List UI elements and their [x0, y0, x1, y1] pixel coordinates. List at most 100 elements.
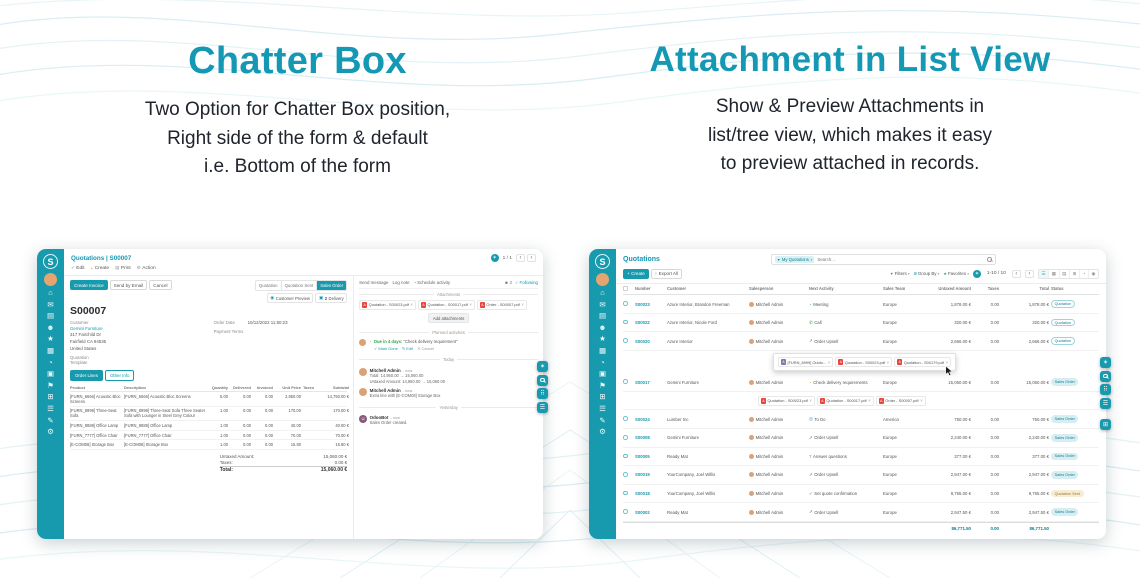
- table-row[interactable]: S00002 Ready Mat Mitchell Admin ➚Order U…: [623, 503, 1099, 522]
- edit-button[interactable]: ✓Edit: [71, 265, 85, 271]
- search-fab-button[interactable]: [1100, 370, 1111, 382]
- pivot-view-icon[interactable]: ⊞: [1069, 269, 1079, 278]
- close-icon[interactable]: ×: [920, 398, 923, 404]
- table-row[interactable]: S00022 Azure Interior, Nicole Ford Mitch…: [623, 314, 1099, 333]
- row-number[interactable]: S00020: [635, 338, 650, 344]
- remove-facet-icon[interactable]: ×: [810, 257, 813, 262]
- create-button[interactable]: +Create: [90, 265, 110, 271]
- kanban-view-icon[interactable]: ▦: [1048, 269, 1058, 278]
- row-checkbox[interactable]: [623, 472, 628, 477]
- assistant-icon[interactable]: ✶: [972, 269, 981, 278]
- grid-fab-button[interactable]: ⠿: [537, 388, 548, 400]
- employees-icon[interactable]: ✎: [47, 415, 54, 425]
- order-line-row[interactable]: [E-COM08] Storage Box [E-COM08] Storage …: [70, 440, 349, 450]
- calendar-view-icon[interactable]: ▤: [1058, 269, 1069, 278]
- project-icon[interactable]: ☰: [47, 403, 54, 413]
- mark-done-button[interactable]: ✓Mark Done: [373, 346, 398, 352]
- table-row[interactable]: S00023 Azure Interior, Brandon Freeman M…: [623, 295, 1099, 314]
- activity-icon[interactable]: ✆: [809, 319, 813, 325]
- close-icon[interactable]: ×: [469, 302, 472, 308]
- row-checkbox[interactable]: [623, 435, 628, 440]
- filters-button[interactable]: ▼Filters▾: [889, 271, 910, 276]
- search-bar[interactable]: ▼My Quotations×: [770, 254, 996, 265]
- close-icon[interactable]: ×: [827, 359, 831, 365]
- contacts-icon[interactable]: ☻: [598, 322, 607, 332]
- table-row[interactable]: S00005 Ready Mat Mitchell Admin ?Answer …: [623, 448, 1099, 467]
- create-invoice-button[interactable]: Create Invoice: [70, 280, 108, 290]
- close-icon[interactable]: ×: [945, 359, 949, 365]
- activity-icon[interactable]: ✓: [809, 490, 813, 496]
- crm-icon[interactable]: ★: [47, 334, 54, 344]
- table-row[interactable]: S00020 Azure Interior Mitchell Admin ➚Or…: [623, 332, 1099, 352]
- order-line-row[interactable]: [FURN_8888] Office Lamp [FURN_8888] Offi…: [70, 421, 349, 431]
- edit-activity-button[interactable]: ✎Edit: [401, 346, 414, 352]
- cancel-activity-button[interactable]: ✕Cancel: [417, 346, 434, 352]
- log-note-button[interactable]: Log note: [392, 280, 410, 285]
- stage-quotation-sent[interactable]: Quotation Sent: [280, 281, 317, 290]
- row-checkbox[interactable]: [623, 379, 628, 385]
- row-checkbox[interactable]: [623, 338, 628, 344]
- activity-icon[interactable]: ?: [809, 453, 812, 459]
- inventory-icon[interactable]: ▣: [46, 369, 55, 379]
- order-line-row[interactable]: [FURN_8999] Three-Seat Sofa [FURN_8999] …: [70, 407, 349, 422]
- discuss-icon[interactable]: ✉: [599, 299, 606, 309]
- close-icon[interactable]: ×: [809, 398, 812, 404]
- customer-preview-button[interactable]: ◉Customer Preview: [266, 293, 314, 304]
- pager-next-icon[interactable]: ›: [1024, 269, 1034, 278]
- table-row[interactable]: S00018 YourCompany, Joel Willis Mitchell…: [623, 485, 1099, 504]
- purchase-icon[interactable]: ⚑: [47, 380, 54, 390]
- project-icon[interactable]: ☰: [599, 403, 606, 413]
- search-fab-button[interactable]: [537, 374, 548, 386]
- menu-fab-button[interactable]: ☰: [1100, 397, 1111, 409]
- customer-value[interactable]: Gemini Furniture: [70, 325, 103, 331]
- tab-other-info[interactable]: Other Info: [104, 370, 135, 381]
- star-fab-button[interactable]: ✶: [537, 361, 548, 372]
- create-button[interactable]: +Create: [623, 268, 649, 279]
- stage-quotation[interactable]: Quotation: [258, 282, 278, 288]
- row-number[interactable]: S00005: [635, 453, 650, 459]
- calendar-icon[interactable]: ▤: [46, 311, 55, 321]
- row-checkbox[interactable]: [623, 301, 628, 306]
- close-icon[interactable]: ×: [868, 398, 871, 404]
- activity-icon[interactable]: ➚: [809, 434, 813, 440]
- purchase-icon[interactable]: ⚑: [599, 380, 606, 390]
- more-fab-button[interactable]: ⊞: [1100, 419, 1111, 431]
- accounting-icon[interactable]: ⊞: [47, 392, 54, 402]
- activity-icon[interactable]: ➚: [809, 509, 813, 515]
- table-row[interactable]: S00019 YourCompany, Joel Willis Mitchell…: [623, 466, 1099, 485]
- activity-icon[interactable]: ◎: [809, 416, 813, 422]
- search-input[interactable]: [817, 257, 985, 262]
- user-avatar[interactable]: [596, 273, 609, 286]
- row-checkbox[interactable]: [623, 416, 628, 421]
- dashboard-icon[interactable]: ◔: [48, 357, 53, 367]
- accounting-icon[interactable]: ⊞: [599, 392, 606, 402]
- assistant-icon[interactable]: ✶: [490, 254, 499, 262]
- map-view-icon[interactable]: ◉: [1087, 269, 1098, 278]
- row-number[interactable]: S00008: [635, 435, 650, 441]
- employees-icon[interactable]: ✎: [599, 415, 606, 425]
- settings-icon[interactable]: ⚙: [599, 427, 606, 437]
- order-line-row[interactable]: [FURN_6666] Acoustic Bloc Screens [FURN_…: [70, 392, 349, 407]
- inventory-icon[interactable]: ▣: [598, 369, 607, 379]
- pager-next-icon[interactable]: ›: [527, 254, 536, 262]
- sales-icon[interactable]: ▦: [598, 345, 607, 355]
- close-icon[interactable]: ×: [886, 359, 890, 365]
- select-all-checkbox[interactable]: [623, 286, 628, 291]
- breadcrumb[interactable]: Quotations | S00007: [71, 254, 132, 262]
- row-checkbox[interactable]: [623, 490, 628, 496]
- user-avatar[interactable]: [44, 273, 57, 286]
- schedule-activity-button[interactable]: ◔Schedule activity: [413, 280, 451, 285]
- following-button[interactable]: ✓Following: [515, 280, 538, 285]
- tab-order-lines[interactable]: Order Lines: [70, 370, 103, 381]
- group-by-button[interactable]: ⊞Group By▾: [913, 271, 940, 276]
- row-number[interactable]: S00022: [635, 320, 650, 326]
- home-icon[interactable]: ⌂: [600, 288, 605, 297]
- pager-prev-icon[interactable]: ‹: [516, 254, 525, 262]
- dashboard-icon[interactable]: ◔: [600, 357, 605, 367]
